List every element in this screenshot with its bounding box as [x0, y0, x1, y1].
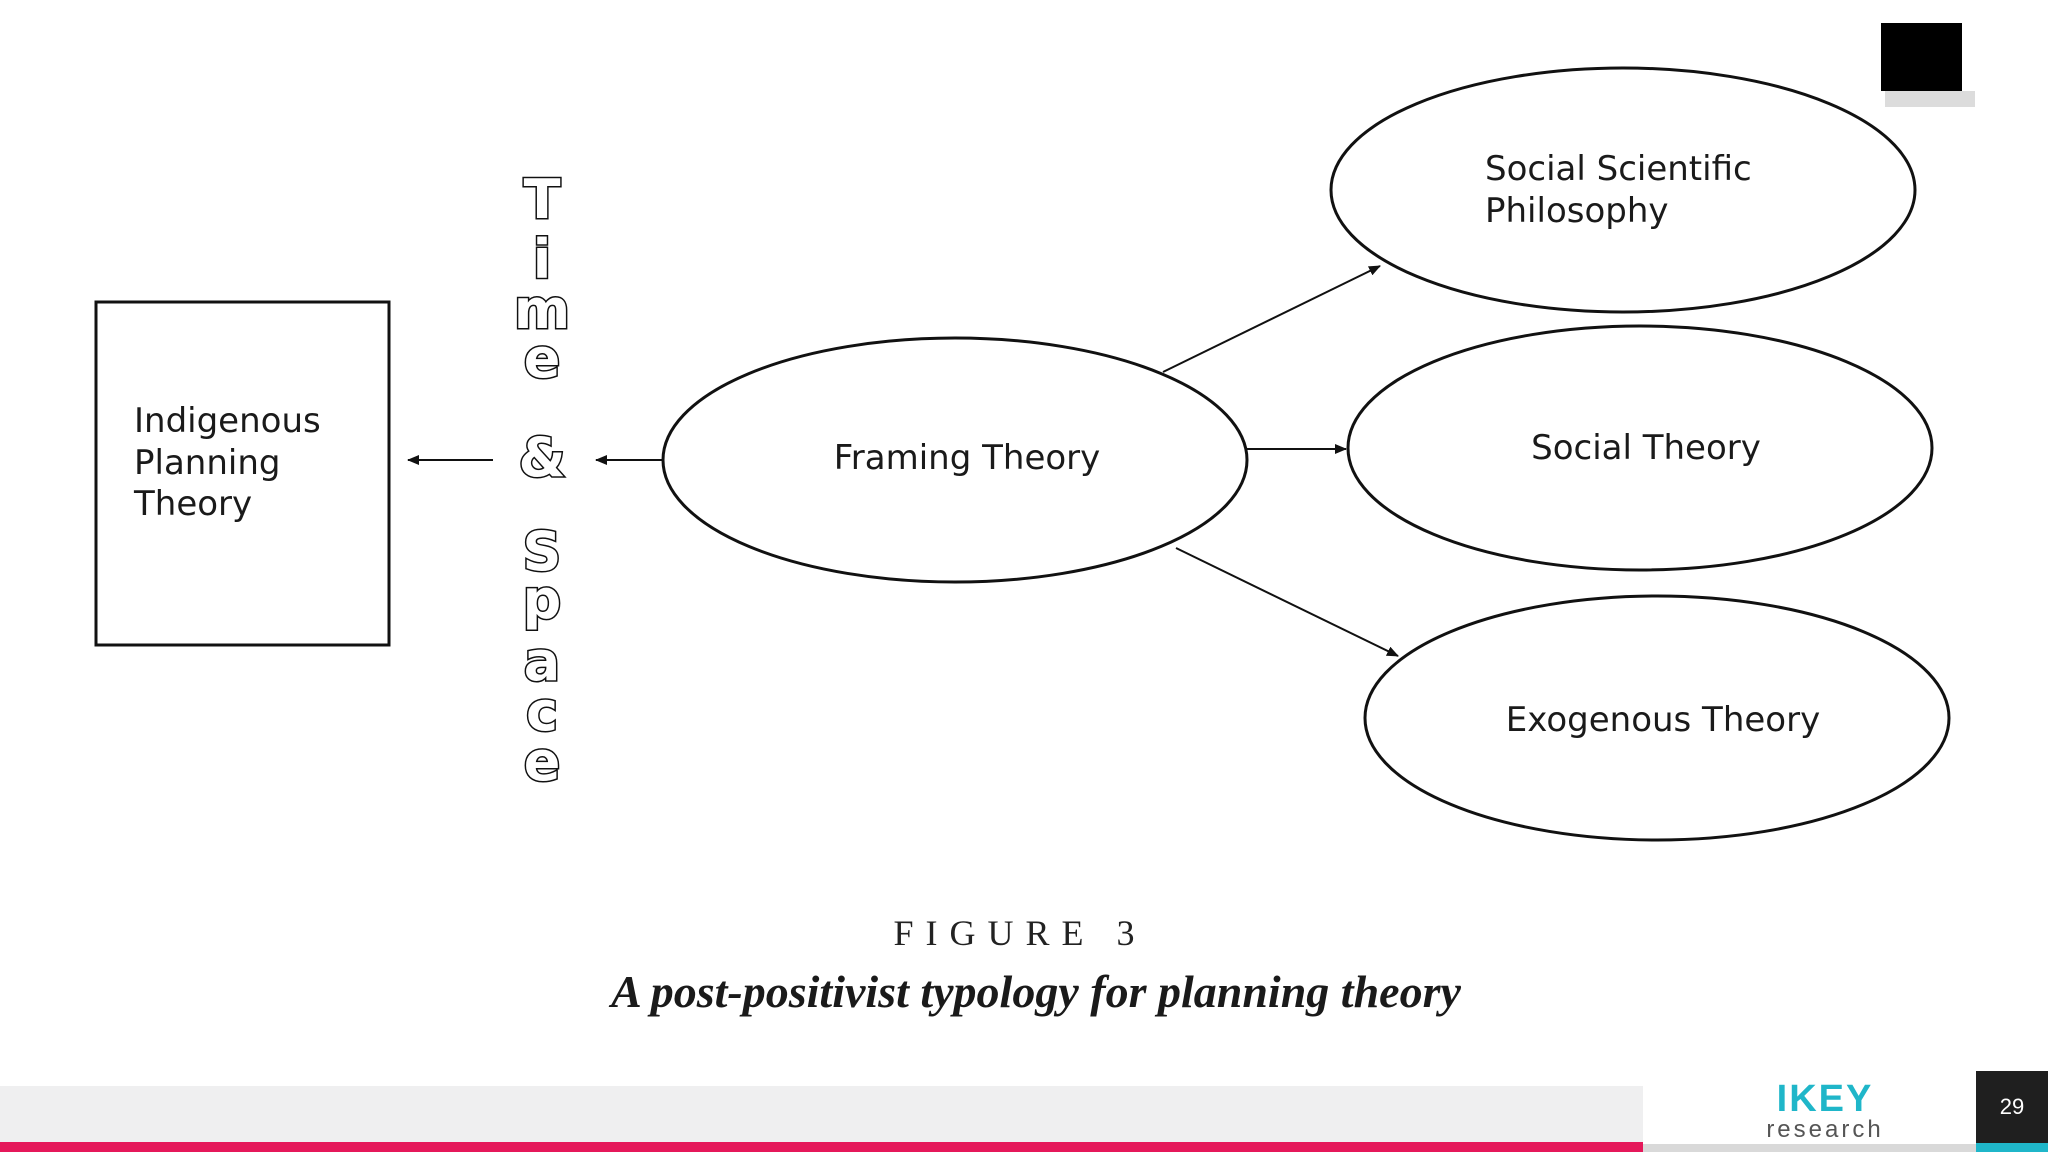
node-label: Framing Theory [834, 438, 1101, 478]
corner-square-shadow [1885, 91, 1975, 107]
page-number: 29 [1999, 1094, 2025, 1119]
node-ellipse [1363, 594, 1951, 842]
node-label-line-2: Philosophy [1485, 191, 1669, 231]
letter-a: a [524, 630, 560, 693]
node-social-theory: Social Theory [1346, 324, 1934, 572]
node-label-line-1: Indigenous [134, 401, 321, 441]
node-ellipse [1346, 324, 1934, 572]
letter-c: c [526, 680, 558, 743]
letter-ampersand: & [518, 426, 565, 489]
page-number-accent-bar [1976, 1143, 2048, 1152]
node-label-line-1: Social Scientific [1485, 149, 1752, 189]
letter-p: p [523, 568, 562, 631]
node-framing-theory: Framing Theory [661, 336, 1249, 584]
node-label-line-3: Theory [133, 484, 252, 524]
letter-e-2: e [524, 730, 561, 793]
letter-i: i [533, 228, 552, 291]
node-exogenous-theory: Exogenous Theory [1363, 594, 1951, 842]
ikey-research-logo: IKEY research [1760, 1080, 1890, 1144]
logo-subtitle: research [1766, 1116, 1884, 1143]
footer-accent-bar [0, 1142, 1643, 1152]
letter-t: T [524, 168, 561, 231]
figure-label: FIGURE 3 [893, 913, 1146, 953]
page-number-badge: 29 [1976, 1071, 2048, 1143]
node-label: Social Theory [1531, 428, 1761, 468]
node-indigenous-planning-theory: Indigenous Planning Theory [94, 300, 391, 647]
time-space-vertical-label: T i m e & S p a c e [512, 167, 571, 795]
node-social-scientific-philosophy: Social Scientific Philosophy [1329, 66, 1917, 314]
node-label-line-2: Planning [134, 443, 280, 483]
footer-accent-bar-grey [1643, 1144, 1976, 1152]
arrow-framing-to-social-scientific [1162, 265, 1381, 373]
letter-m: m [514, 278, 570, 341]
corner-square [1881, 23, 1962, 91]
letter-e: e [524, 327, 561, 390]
node-ellipse [1329, 66, 1917, 314]
logo-wordmark: IKEY [1776, 1078, 1874, 1120]
node-label: Exogenous Theory [1506, 700, 1820, 740]
node-box [94, 300, 391, 647]
footer-band [0, 1086, 1643, 1142]
letter-s: S [523, 520, 562, 583]
arrow-framing-to-exogenous [1175, 547, 1399, 657]
figure-caption: A post-positivist typology for planning … [608, 966, 1461, 1017]
